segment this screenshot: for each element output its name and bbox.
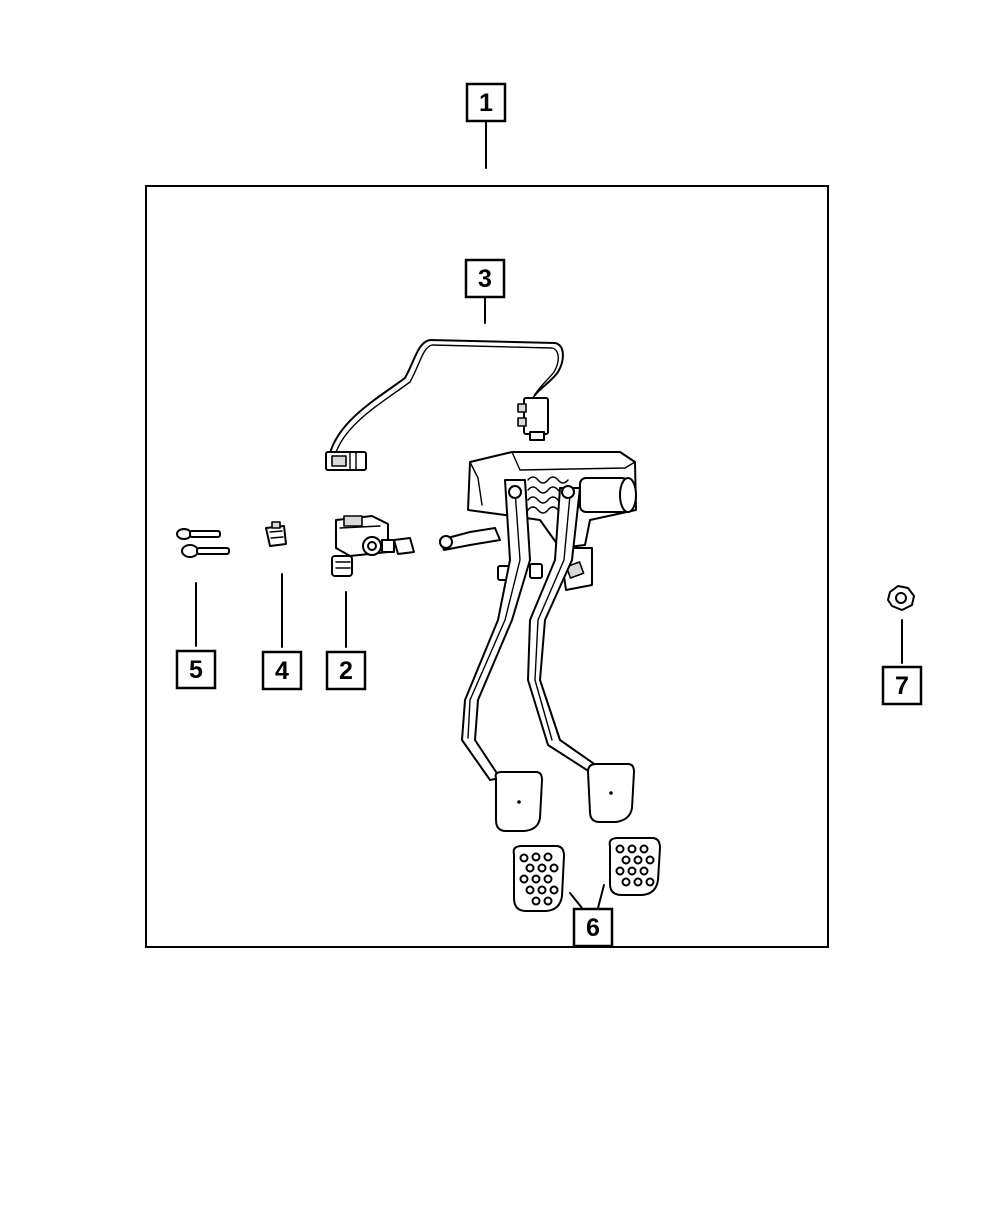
callout-6-label: 6 — [586, 914, 600, 942]
callout-1-label: 1 — [479, 89, 493, 117]
pedal-pad-left — [512, 845, 565, 912]
callout-6[interactable]: 6 — [569, 884, 614, 948]
harness-connector-left — [325, 451, 367, 471]
pedal-pad-right — [608, 837, 661, 896]
callout-3-label: 3 — [478, 265, 492, 293]
retainer-clip — [265, 521, 287, 547]
callout-2[interactable]: 2 — [325, 591, 367, 691]
callout-7[interactable]: 7 — [881, 619, 923, 706]
clutch-switch — [331, 515, 415, 577]
callout-4-label: 4 — [275, 657, 289, 685]
pedal-assembly — [439, 451, 637, 832]
callout-5-label: 5 — [189, 656, 203, 684]
callout-3[interactable]: 3 — [464, 258, 506, 324]
bolt-lower — [181, 544, 230, 558]
assembly-frame — [145, 185, 829, 948]
bolt-upper — [176, 528, 221, 540]
pedal-pads — [512, 837, 661, 912]
harness-connector-right — [517, 397, 549, 441]
callout-4[interactable]: 4 — [261, 573, 303, 691]
nut — [887, 585, 915, 611]
callout-2-label: 2 — [339, 657, 353, 685]
callout-7-label: 7 — [895, 672, 909, 700]
wiring-harness — [325, 339, 564, 471]
callout-5[interactable]: 5 — [175, 582, 217, 690]
callout-1[interactable]: 1 — [465, 82, 507, 169]
bolts — [176, 528, 230, 558]
